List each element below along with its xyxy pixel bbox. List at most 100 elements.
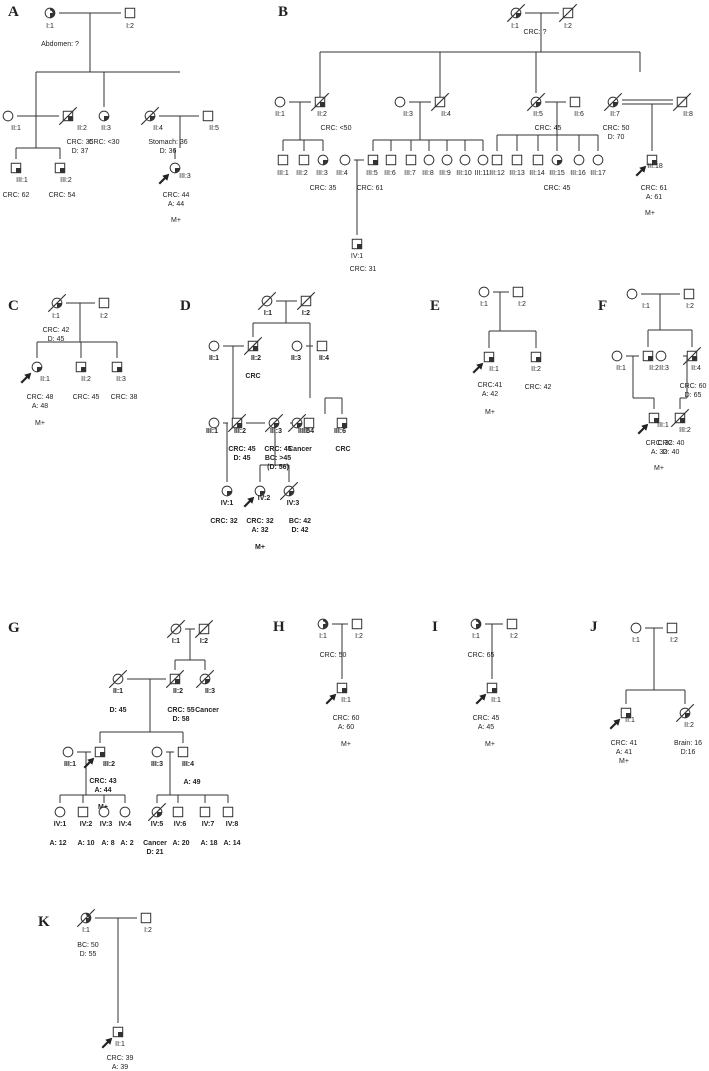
person-annotation: CRC: 62 xyxy=(3,192,30,199)
person-annotation: Cancer xyxy=(143,840,167,847)
person-id-label: III:6 xyxy=(384,170,396,177)
person-annotation: A: 8 xyxy=(101,840,114,847)
person-id-label: II:1 xyxy=(11,125,21,132)
affected-quadrant xyxy=(157,812,162,817)
deceased-slash xyxy=(672,92,692,112)
person-id-label: II:1 xyxy=(115,1041,125,1048)
male-symbol xyxy=(405,154,417,166)
person-id-label: III:11 xyxy=(474,170,489,177)
affected-quadrant xyxy=(492,688,497,693)
person-annotation: A: 14 xyxy=(223,840,240,847)
person-iii-4: III:4A: 49 xyxy=(177,746,201,786)
person-annotation: BC: 50 xyxy=(77,942,99,949)
person-iii-8: III:8 xyxy=(422,154,435,177)
deceased-slash xyxy=(243,336,263,356)
person-id-label: III:12 xyxy=(489,170,505,177)
person-annotation: A: 44 xyxy=(94,787,111,794)
person-annotation: CRC: 35 xyxy=(310,185,337,192)
person-ii-4: II:4 xyxy=(430,92,451,118)
deceased-slash xyxy=(310,92,330,112)
person-annotation: Cancer xyxy=(195,707,219,714)
person-ii-3: II:3 xyxy=(394,96,413,118)
person-id-label: III:6 xyxy=(334,428,346,435)
person-ii-6: II:6 xyxy=(569,96,584,118)
female-symbol xyxy=(459,154,471,166)
person-annotation: CRC: 32 xyxy=(646,440,673,447)
person-annotation: M+ xyxy=(171,217,181,224)
person-annotation: D: 58 xyxy=(172,716,189,723)
person-id-label: III:4 xyxy=(182,761,194,768)
male-symbol xyxy=(646,154,658,166)
affected-quadrant xyxy=(289,491,294,496)
person-id-label: III:4 xyxy=(336,170,348,177)
affected-quadrant xyxy=(227,491,232,496)
person-id-label: I:2 xyxy=(200,638,208,645)
person-annotation: A: 12 xyxy=(49,840,66,847)
person-annotation: CRC: 60 xyxy=(333,715,360,722)
female-symbol xyxy=(2,110,14,122)
affected-quadrant xyxy=(60,168,65,173)
person-annotation: A: 60 xyxy=(338,724,354,731)
person-i-2: I:2 xyxy=(666,622,678,644)
person-id-label: IV:3 xyxy=(287,500,300,507)
person-i-1: I:1BC: 50D: 55 xyxy=(76,908,99,958)
person-i-2: I:2 xyxy=(124,7,136,30)
person-iii-7: III:7 xyxy=(404,154,417,177)
person-id-label: I:1 xyxy=(511,23,519,30)
affected-quadrant xyxy=(654,418,659,423)
person-id-label: II:3 xyxy=(403,111,413,118)
person-i-2: I:2 xyxy=(194,619,214,645)
male-symbol xyxy=(483,351,495,363)
person-annotation: A: 2 xyxy=(120,840,133,847)
person-id-label: I:2 xyxy=(144,927,152,934)
male-symbol xyxy=(303,417,315,429)
male-symbol xyxy=(222,806,234,818)
person-i-1: I:1 xyxy=(626,288,650,310)
person-annotation: D: 45 xyxy=(109,707,126,714)
affected-quadrant xyxy=(205,679,210,684)
person-id-label: I:1 xyxy=(172,638,180,645)
person-id-label: I:2 xyxy=(302,310,310,317)
person-id-label: III:15 xyxy=(549,170,565,177)
person-annotation: CRC: 54 xyxy=(49,192,76,199)
person-annotation: CRC: 45 xyxy=(473,715,500,722)
person-annotation: Brain: 16 xyxy=(674,740,702,747)
male-symbol xyxy=(511,154,523,166)
male-symbol xyxy=(98,297,110,309)
affected-quadrant xyxy=(274,423,279,428)
female-symbol xyxy=(655,350,667,362)
male-symbol xyxy=(351,238,363,250)
person-id-label: I:1 xyxy=(52,313,60,320)
person-annotation: CRC:41 xyxy=(478,382,503,389)
person-id-label: IV:4 xyxy=(119,821,132,828)
person-annotation: CRC: 65 xyxy=(468,652,495,659)
person-id-label: II:6 xyxy=(574,111,584,118)
affected-quadrant xyxy=(626,713,631,718)
male-symbol xyxy=(683,288,695,300)
deceased-slash xyxy=(257,291,277,311)
female-symbol xyxy=(151,746,163,758)
panel-letter: D xyxy=(180,298,191,314)
person-id-label: III:3 xyxy=(270,428,282,435)
person-annotation: CRC: 42 xyxy=(525,384,552,391)
person-id-label: III:1 xyxy=(206,428,218,435)
person-id-label: II:2 xyxy=(649,365,659,372)
male-symbol xyxy=(336,417,348,429)
affected-quadrant xyxy=(297,423,302,428)
person-id-label: II:3 xyxy=(291,355,301,362)
male-symbol xyxy=(385,154,397,166)
